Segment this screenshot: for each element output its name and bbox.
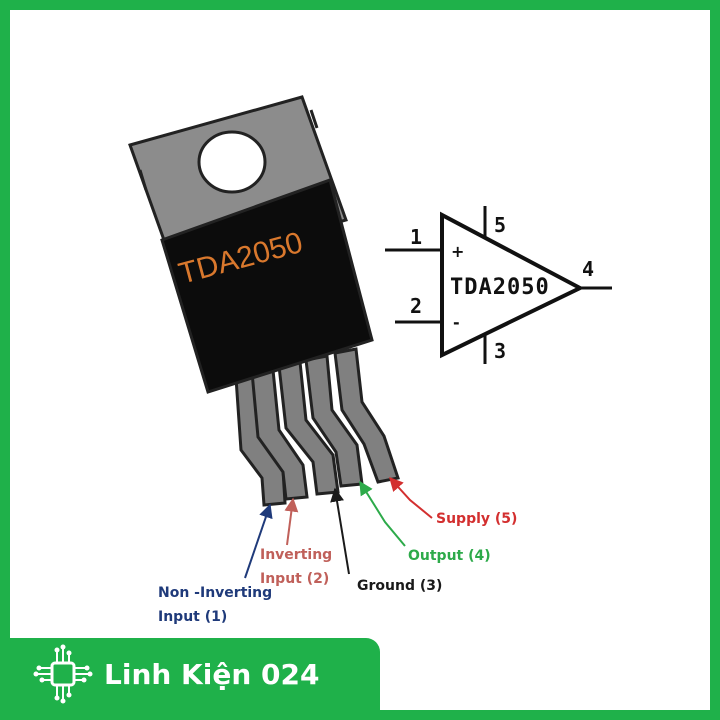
tab-notches <box>138 109 319 191</box>
tda2050-diagram: TDA2050 1 2 3 4 5 + - TDA2050 Non -Inver… <box>128 95 612 625</box>
lead-2 <box>250 368 309 501</box>
pin-leads <box>234 347 400 507</box>
amplifier-label: TDA2050 <box>450 275 550 300</box>
pin-1-number: 1 <box>410 225 422 249</box>
amplifier-triangle <box>440 211 585 359</box>
plus-sign: + <box>451 242 464 261</box>
pin-3-number: 3 <box>494 339 506 363</box>
arrow-ground <box>330 487 350 575</box>
label-non-inverting-line1: Non -Inverting <box>158 585 272 601</box>
amplifier-symbol: 1 2 3 4 5 + - TDA2050 <box>385 206 612 364</box>
pin-5-number: 5 <box>494 213 506 237</box>
label-supply: Supply (5) <box>436 511 517 527</box>
arrow-output <box>359 480 406 547</box>
pin-2-number: 2 <box>410 294 422 318</box>
ic-package: TDA2050 <box>128 95 400 507</box>
brand-name: Linh Kiện 024 <box>104 657 320 691</box>
label-inverting-line2: Input (2) <box>260 571 329 587</box>
pin-4-number: 4 <box>582 257 594 281</box>
pin-labels: Non -Inverting Input (1) Inverting Input… <box>158 476 517 625</box>
circuit-chip-icon <box>33 644 93 704</box>
arrow-supply <box>389 476 433 519</box>
minus-sign: - <box>453 313 460 332</box>
arrow-inverting <box>284 497 299 546</box>
brand-banner: Linh Kiện 024 <box>10 638 380 710</box>
label-non-inverting-line2: Input (1) <box>158 609 227 625</box>
chip-body <box>160 178 374 394</box>
label-output: Output (4) <box>408 548 491 564</box>
mounting-hole <box>197 130 267 194</box>
arrow-non-inverting <box>244 503 273 579</box>
label-ground: Ground (3) <box>357 578 442 594</box>
label-inverting-line1: Inverting <box>260 547 332 563</box>
